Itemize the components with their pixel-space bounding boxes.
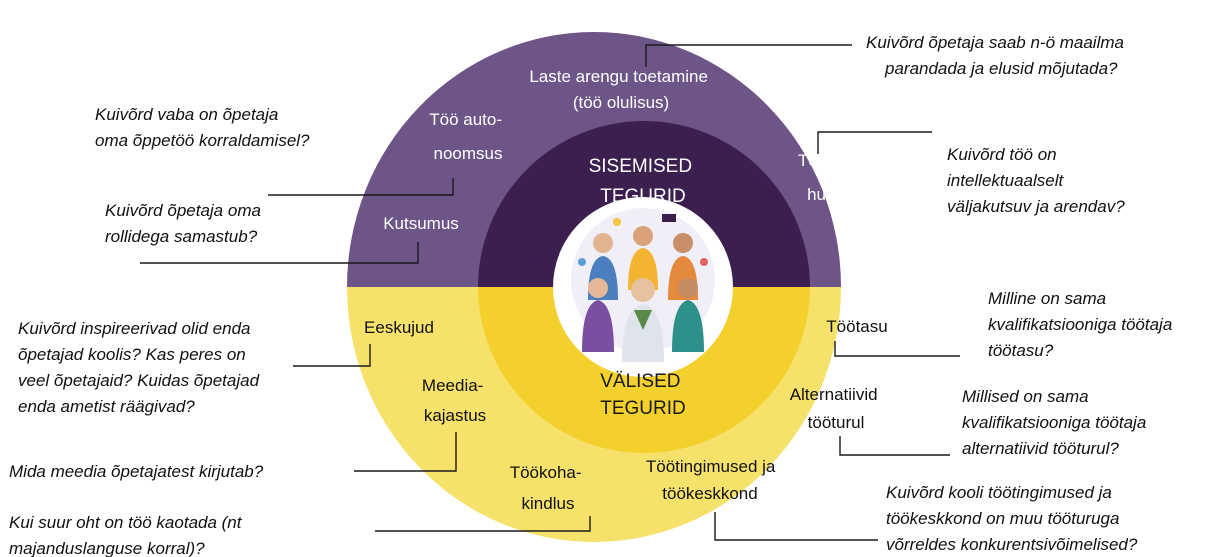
leader-line-tootingimused bbox=[714, 512, 878, 541]
segment-huvitavus: Töö huvitavus bbox=[798, 151, 879, 204]
leader-line-laste-arengu bbox=[645, 44, 852, 67]
question-vaba: Kuivõrd vaba on õpetaja oma õppetöö korr… bbox=[95, 105, 310, 150]
leader-line-kutsumus bbox=[140, 242, 419, 264]
question-kaotada: Kui suur oht on töö kaotada (nt majandus… bbox=[9, 513, 246, 557]
segment-eeskujud: Eeskujud bbox=[364, 318, 434, 337]
segment-tootasu: Töötasu bbox=[826, 317, 887, 336]
leader-line-autonoomsus bbox=[268, 178, 454, 196]
question-tootasu: Milline on sama kvalifikatsiooniga tööta… bbox=[988, 289, 1177, 360]
question-alternatiivid: Millised on sama kvalifikatsiooniga tööt… bbox=[962, 387, 1151, 458]
leader-line-tootasu bbox=[834, 341, 960, 357]
question-meedia: Mida meedia õpetajatest kirjutab? bbox=[9, 462, 264, 481]
segment-meedia: Meedia- kajastus bbox=[422, 376, 488, 425]
segment-tootingimused: Töötingimused ja töökeskkond bbox=[646, 457, 780, 503]
question-eeskujud: Kuivõrd inspireerivad olid enda õpetajad… bbox=[18, 319, 264, 416]
segment-alternatiivid: Alternatiivid tööturul bbox=[790, 385, 883, 432]
question-tingimused: Kuivõrd kooli töötingimused ja töökeskko… bbox=[886, 483, 1138, 554]
leader-line-eeskujud bbox=[293, 344, 371, 367]
segment-tookindlus: Töökoha- kindlus bbox=[510, 463, 587, 513]
teachers-illustration-icon bbox=[571, 208, 715, 362]
inner-label-sisemised: SISEMISED TEGURID bbox=[589, 156, 698, 207]
inner-label-valised: VÄLISED TEGURID bbox=[600, 371, 686, 419]
question-rollid: Kuivõrd õpetaja oma rollidega samastub? bbox=[105, 201, 266, 246]
segment-kutsumus: Kutsumus bbox=[383, 214, 459, 233]
leader-line-alternatiivid bbox=[839, 436, 950, 456]
leader-line-tookindlus bbox=[375, 516, 591, 532]
leader-line-huvitavus bbox=[817, 131, 932, 154]
leader-line-meedia bbox=[354, 432, 457, 472]
question-maailm: Kuivõrd õpetaja saab n-ö maailma paranda… bbox=[866, 33, 1129, 78]
segment-autonoomsus: Töö auto- noomsus bbox=[429, 110, 507, 163]
question-intellekt: Kuivõrd töö on intellektuaalselt väljaku… bbox=[947, 145, 1125, 216]
segment-laste-arengu: Laste arengu toetamine (töö olulisus) bbox=[529, 67, 712, 112]
